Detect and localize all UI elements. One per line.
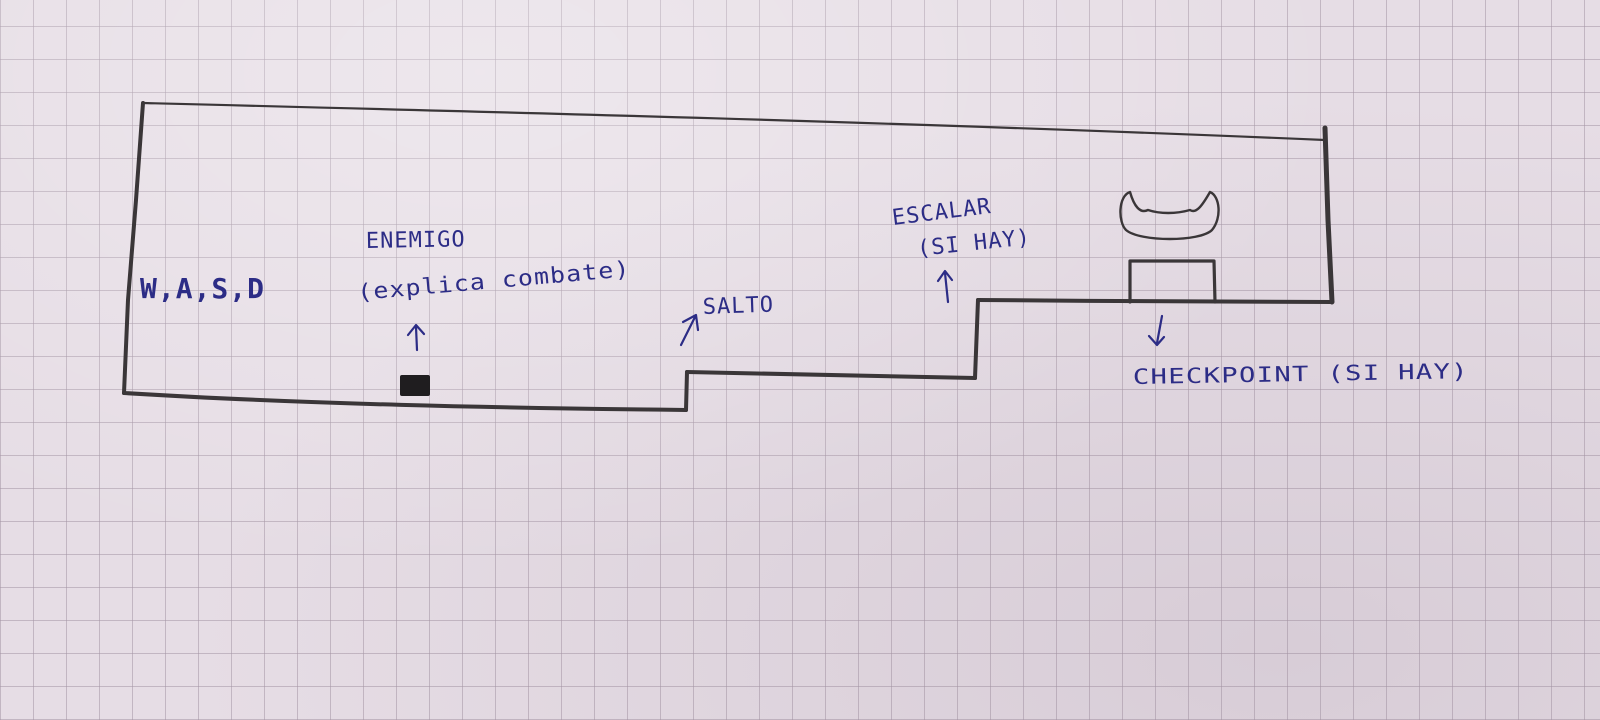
jump-label: SALTO — [702, 293, 774, 320]
checkpoint-pedestal — [1128, 259, 1217, 304]
enemy-arrow — [406, 323, 426, 352]
level-ceiling — [141, 101, 1327, 142]
enemy-label: ENEMIGO — [366, 227, 466, 254]
level-left-wall — [122, 101, 145, 395]
checkpoint-cat-icon — [1119, 190, 1220, 241]
controls-label: W,A,S,D — [140, 272, 265, 305]
level-step-1-riser — [684, 370, 689, 412]
level-step-2-riser — [973, 298, 980, 380]
climb-label: ESCALAR — [891, 194, 993, 231]
enemy-block — [400, 375, 430, 396]
level-floor-high — [976, 298, 1334, 304]
jump-arrow — [679, 313, 700, 347]
enemy-subtitle: (explica combate) — [356, 257, 631, 306]
climb-arrow — [936, 269, 954, 304]
climb-subtitle: (SI HAY) — [916, 225, 1032, 262]
checkpoint-label: CHECKPOINT (SI HAY) — [1133, 359, 1469, 389]
level-right-wall — [1322, 125, 1335, 305]
level-floor-low — [122, 391, 688, 412]
checkpoint-arrow — [1147, 314, 1166, 347]
level-floor-mid — [685, 370, 977, 380]
